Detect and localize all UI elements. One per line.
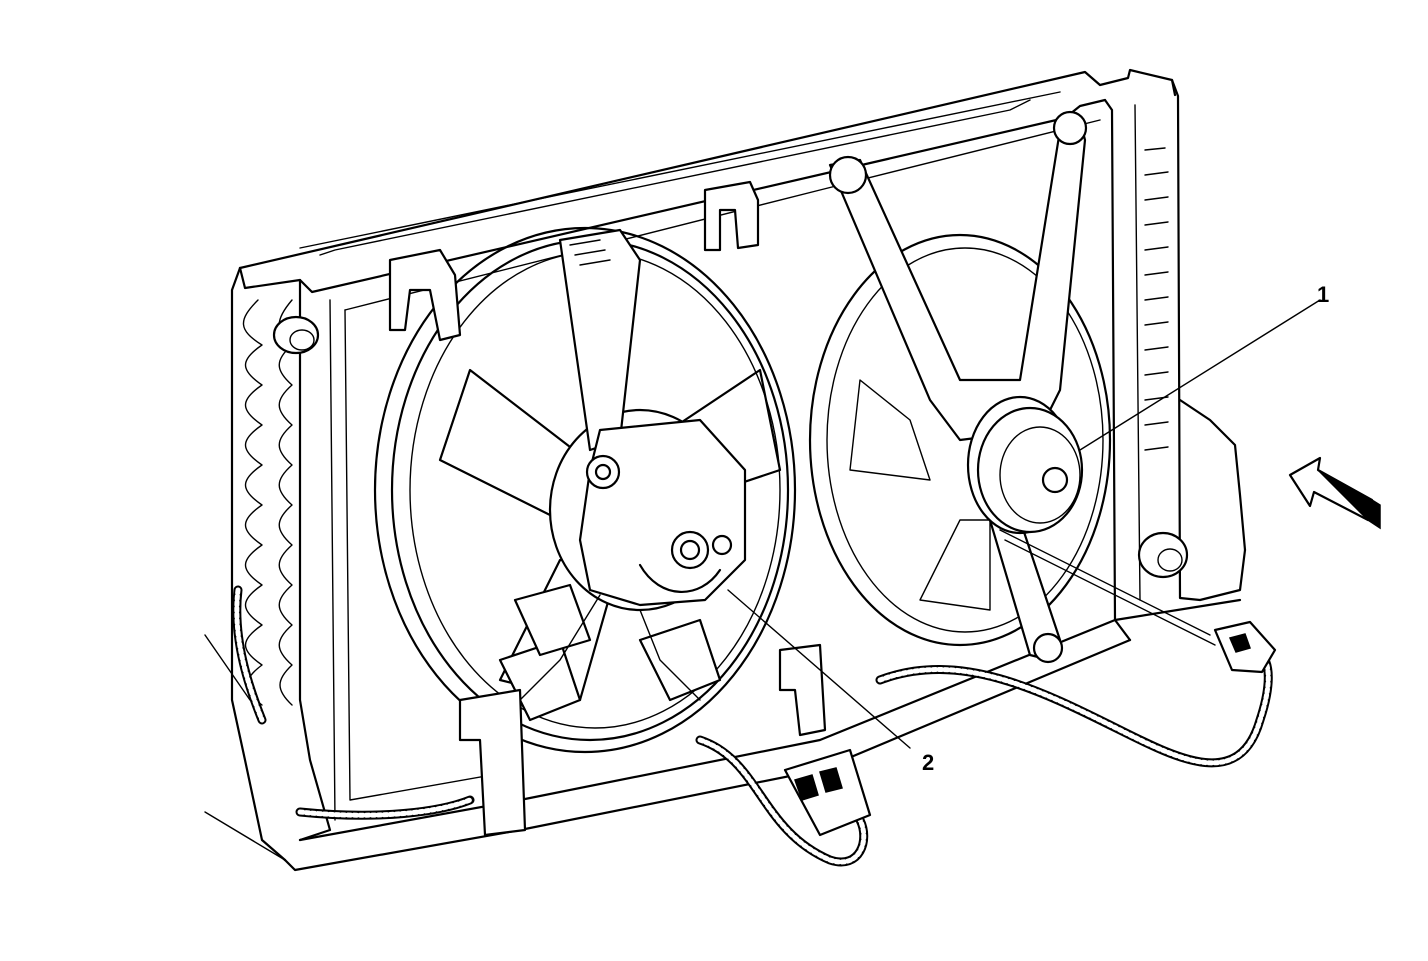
wiring-harness — [232, 529, 1277, 867]
right-cooling-fan — [808, 110, 1112, 664]
callout-1-label: 1 — [1317, 282, 1329, 307]
callout-1-leader — [1079, 299, 1321, 451]
callout-2-leader — [727, 589, 911, 749]
radiator-shroud-frame — [230, 68, 1247, 872]
view-direction-arrow-icon — [1288, 456, 1381, 530]
left-cooling-fan — [373, 180, 797, 754]
callout-leader-lines — [204, 299, 1321, 861]
callout-2-label: 2 — [922, 750, 934, 775]
